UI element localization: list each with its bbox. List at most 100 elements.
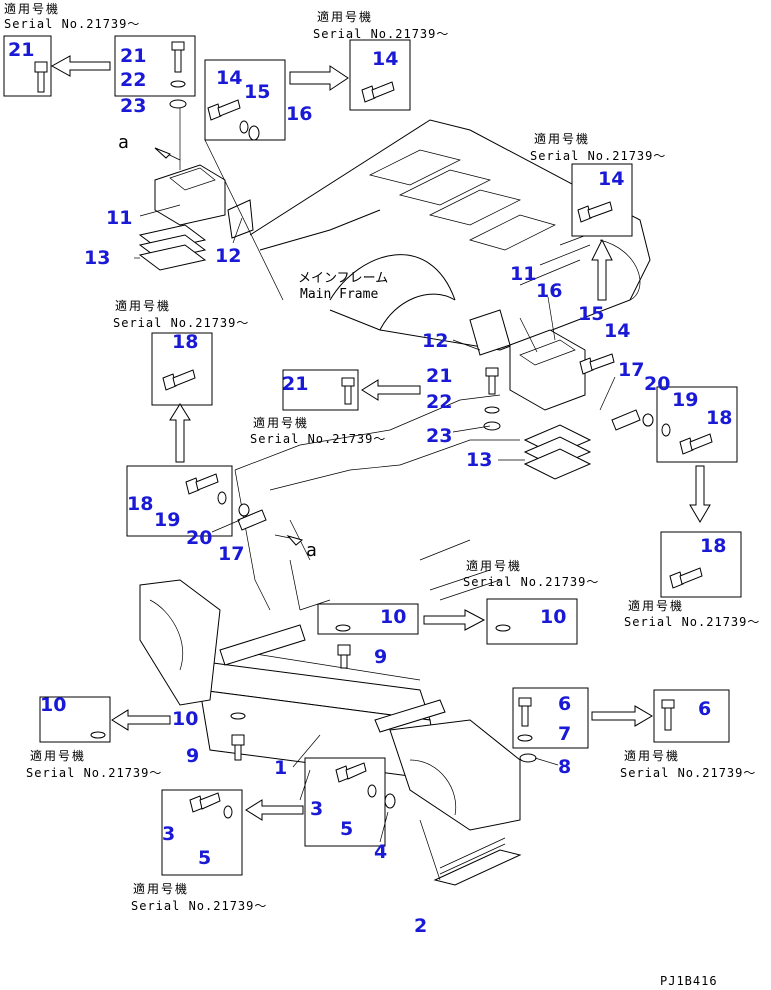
callout-9-a: 9 [374, 646, 387, 668]
callout-12-b: 12 [422, 330, 448, 352]
serial-5: Serial No.21739～ [250, 432, 386, 446]
applicable-jp-1: 適用号機 [4, 1, 60, 16]
block-arrows [50, 55, 711, 821]
leader-lines [134, 139, 616, 843]
callout-5-b: 5 [198, 847, 211, 869]
callout-20-b: 20 [186, 527, 212, 549]
callout-3-b: 3 [162, 823, 175, 845]
serial-8: Serial No.21739～ [620, 766, 756, 780]
callout-6-a: 6 [558, 693, 571, 715]
view-arrow-mid [286, 535, 304, 546]
drawing-code: PJ1B416 [660, 974, 718, 988]
callout-6-b: 6 [698, 698, 711, 720]
callout-14-b: 14 [372, 48, 398, 70]
main-frame-outline [249, 119, 651, 351]
callout-11-a: 11 [106, 207, 132, 229]
main-frame-jp-label: メインフレーム [298, 271, 388, 286]
callout-5-a: 5 [340, 818, 353, 840]
callout-8: 8 [558, 756, 571, 778]
arrow-up-14-right [591, 238, 613, 301]
callout-10-d: 10 [172, 708, 198, 730]
arrow-up-18-left [169, 403, 191, 463]
callout-12-a: 12 [215, 245, 241, 267]
serial-1: Serial No.21739～ [4, 17, 140, 31]
detail-box-19-20-18 [656, 386, 738, 463]
callout-13-a: 13 [84, 247, 110, 269]
callout-17-a: 17 [618, 359, 644, 381]
detail-box-14-new-right [571, 163, 633, 237]
applicable-jp-5: 適用号機 [253, 415, 309, 430]
callout-17-b: 17 [218, 543, 244, 565]
callout-14-a: 14 [216, 67, 242, 89]
callout-14-d: 14 [604, 320, 630, 342]
serial-4: Serial No.21739～ [113, 316, 249, 330]
applicable-jp-9: 適用号機 [30, 748, 86, 763]
callout-23-b: 23 [426, 425, 452, 447]
callout-7: 7 [558, 723, 571, 745]
detail-box-18-new-left [151, 332, 213, 406]
callout-numbers: 21 21 22 23 14 15 16 14 14 11 13 12 11 1… [8, 39, 732, 937]
view-letter-a-mid: a [306, 540, 317, 561]
callout-20-a: 20 [644, 373, 670, 395]
applicable-jp-6: 適用号機 [466, 558, 522, 573]
callout-21-c: 21 [282, 373, 308, 395]
arrow-right-10 [423, 609, 486, 631]
arrow-left-10 [111, 709, 171, 731]
serial-7: Serial No.21739～ [624, 615, 760, 629]
callout-18-b: 18 [172, 331, 198, 353]
callout-18-d: 18 [700, 535, 726, 557]
serial-6: Serial No.21739～ [463, 575, 599, 589]
hardware-sketches [34, 41, 713, 819]
callout-16-a: 16 [286, 103, 312, 125]
callout-18-a: 18 [706, 407, 732, 429]
serial-10: Serial No.21739～ [131, 899, 267, 913]
callout-21-a: 21 [8, 39, 34, 61]
serial-2: Serial No.21739～ [313, 27, 449, 41]
callout-13-b: 13 [466, 449, 492, 471]
view-arrow-top [154, 147, 171, 159]
applicable-jp-4: 適用号機 [115, 298, 171, 313]
serial-9: Serial No.21739～ [26, 766, 162, 780]
callout-21-d: 21 [426, 365, 452, 387]
detail-box-10 [317, 603, 419, 635]
applicable-jp-3: 適用号機 [534, 131, 590, 146]
callout-9-b: 9 [186, 745, 199, 767]
arrow-right-6 [591, 705, 653, 727]
callout-4: 4 [374, 841, 387, 863]
serial-3: Serial No.21739～ [530, 149, 666, 163]
left-mount-assembly [138, 100, 254, 271]
applicable-jp-7: 適用号機 [628, 598, 684, 613]
callout-22-a: 22 [120, 69, 146, 91]
applicable-jp-8: 適用号機 [624, 748, 680, 763]
applicability-labels: 適用号機 Serial No.21739～ 適用号機 Serial No.217… [4, 1, 760, 913]
arrow-down-18-right [689, 465, 711, 523]
callout-19-b: 19 [154, 509, 180, 531]
applicable-jp-2: 適用号機 [317, 9, 373, 24]
detail-box-10-new-right [486, 598, 578, 645]
callout-10-b: 10 [540, 606, 566, 628]
callout-16-b: 16 [536, 280, 562, 302]
callout-2: 2 [414, 915, 427, 937]
callout-19-a: 19 [672, 389, 698, 411]
callout-11-b: 11 [510, 263, 536, 285]
callout-3-a: 3 [310, 798, 323, 820]
callout-21-b: 21 [120, 45, 146, 67]
arrow-left-21-mid [361, 379, 421, 401]
callout-10-c: 10 [40, 694, 66, 716]
arrow-left-3 [245, 799, 304, 821]
callout-15-b: 15 [578, 303, 604, 325]
view-letter-a-top: a [118, 132, 129, 153]
main-frame-en-label: Main Frame [300, 287, 378, 302]
applicable-jp-10: 適用号機 [133, 881, 189, 896]
callout-1: 1 [274, 757, 287, 779]
callout-10-a: 10 [380, 606, 406, 628]
arrow-right-14-top [289, 65, 349, 91]
callout-15-a: 15 [244, 81, 270, 103]
callout-23-a: 23 [120, 95, 146, 117]
right-mount-assembly [469, 309, 641, 480]
callout-18-c: 18 [127, 493, 153, 515]
arrow-left-21 [50, 55, 111, 77]
detail-box-14-new-top [349, 39, 411, 111]
callout-22-b: 22 [426, 391, 452, 413]
